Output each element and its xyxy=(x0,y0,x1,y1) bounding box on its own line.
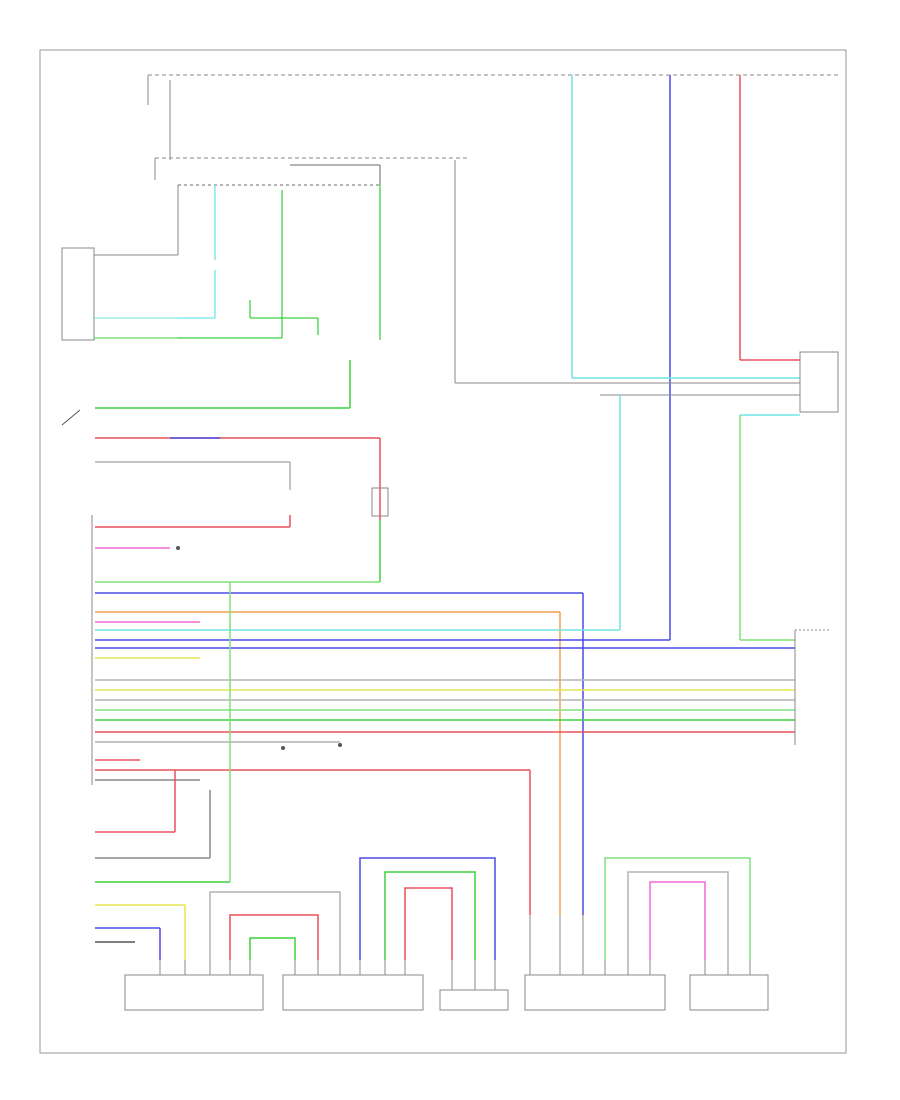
switch-section xyxy=(61,360,389,582)
combination-meter-connector xyxy=(794,629,830,745)
top-power-bus xyxy=(147,74,840,180)
diagram-border xyxy=(39,49,847,1054)
main-harness xyxy=(95,395,795,915)
right-front-sensor-connector xyxy=(689,974,769,1011)
front-door-motor-connector xyxy=(124,974,264,1011)
left-module-connector xyxy=(61,185,179,341)
left-front-sensor-connector xyxy=(439,989,509,1011)
bottom-connectors xyxy=(124,974,769,1011)
right-top-feeds xyxy=(454,75,839,641)
left-rear-motor-connector xyxy=(282,974,424,1011)
splice-points xyxy=(176,546,342,750)
lower-left-wires xyxy=(95,582,231,960)
pin-tails xyxy=(159,915,751,990)
bottom-loop-wires xyxy=(209,857,751,960)
center-sensor-connector xyxy=(524,974,666,1011)
upper-branch-wires xyxy=(178,164,381,340)
